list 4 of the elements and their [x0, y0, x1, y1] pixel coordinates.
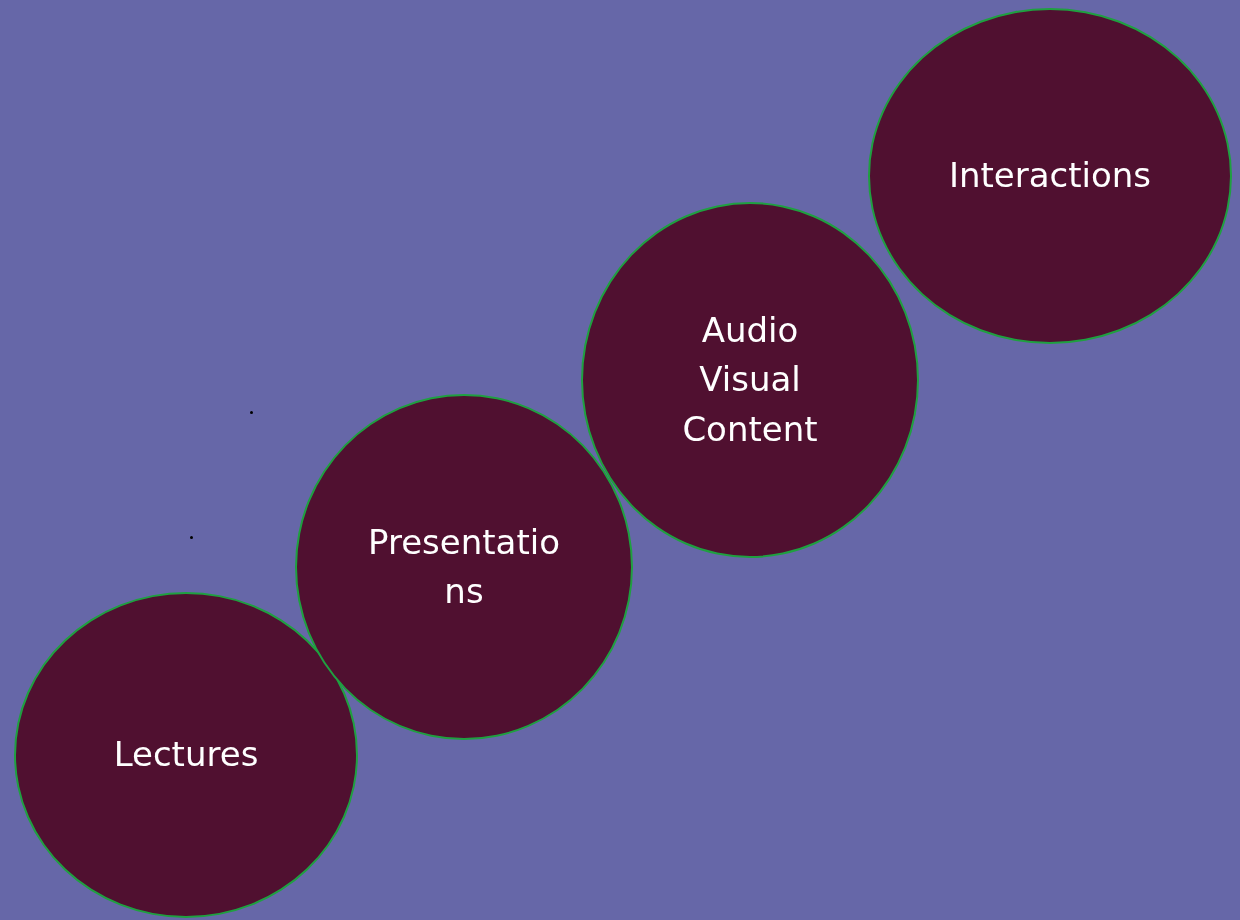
stage-label: Interactions [948, 154, 1152, 198]
stage-label: Presentations [367, 520, 561, 613]
stage-label: Lectures [113, 733, 259, 777]
stage-label: Audio Visual Content [681, 309, 819, 451]
